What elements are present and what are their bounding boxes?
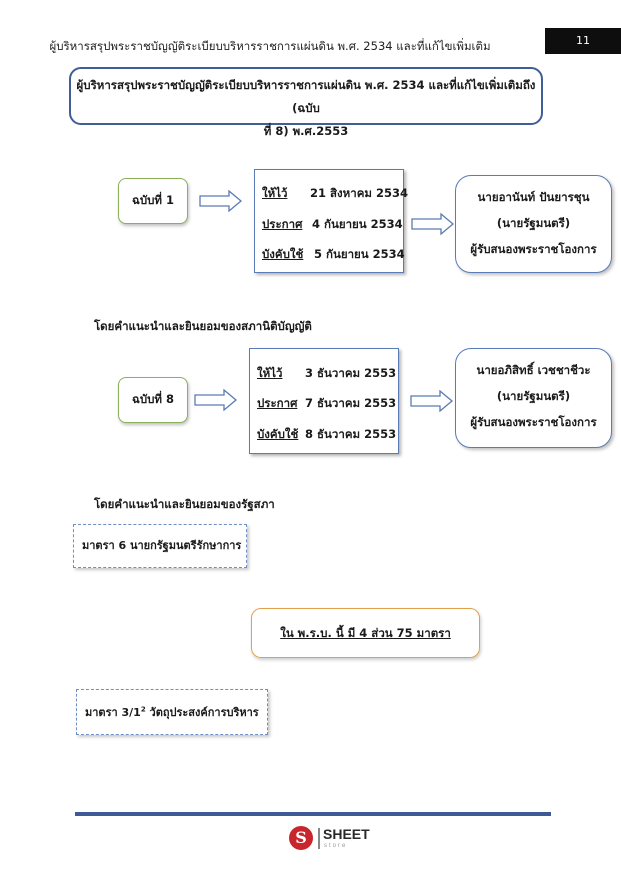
edition-1-dates-box: ให้ไว้ 21 สิงหาคม 2534 ประกาศ 4 กันยายน …	[254, 169, 408, 273]
edition-1-box: ฉบับที่ 1	[118, 178, 188, 224]
footer-divider	[75, 812, 551, 816]
section-6-box: มาตรา 6 นายกรัฐมนตรีรักษาการ	[73, 524, 247, 568]
summary-box: ใน พ.ร.บ. นี้ มี 4 ส่วน 75 มาตรา	[251, 608, 480, 658]
edition-8-advice-text: โดยคำแนะนำและยินยอมของรัฐสภา	[94, 497, 275, 511]
edition-1-effective-row: บังคับใช้ 5 กันยายน 2534	[262, 246, 405, 264]
right-arrow-icon	[199, 190, 243, 212]
edition-8-box: ฉบับที่ 8	[118, 377, 188, 423]
signatory-name: นายอานันท์ ปันยารชุน	[477, 190, 590, 204]
edition-1-given-row: ให้ไว้ 21 สิงหาคม 2534	[262, 185, 408, 203]
effective-date: 8 ธันวาคม 2553	[305, 427, 397, 441]
section-3-1-box: มาตรา 3/12 วัตถุประสงค์การบริหาร	[76, 689, 268, 735]
edition-8-announced-row: ประกาศ 7 ธันวาคม 2553	[257, 395, 396, 413]
edition-1-announced-row: ประกาศ 4 กันยายน 2534	[262, 216, 403, 234]
edition-8-given-row: ให้ไว้ 3 ธันวาคม 2553	[257, 365, 396, 383]
logo-separator	[318, 828, 320, 849]
signatory-role: (นายรัฐมนตรี)	[496, 216, 571, 230]
right-arrow-icon	[194, 389, 238, 411]
given-date: 21 สิงหาคม 2534	[310, 186, 408, 200]
signatory-duty: ผู้รับสนองพระราชโองการ	[470, 415, 597, 429]
announced-date: 7 ธันวาคม 2553	[305, 396, 397, 410]
right-arrow-icon	[411, 213, 455, 235]
page-number: 11	[545, 28, 621, 54]
footnote-marker: 2	[140, 705, 146, 714]
effective-label: บังคับใช้	[257, 427, 299, 441]
logo-subtext: store	[324, 843, 348, 849]
edition-1-advice-text: โดยคำแนะนำและยินยอมของสภานิติบัญญัติ	[94, 319, 312, 333]
running-header-title: ผู้บริหารสรุปพระราชบัญญัติระเบียบบริหารร…	[49, 39, 491, 53]
document-title-box: ผู้บริหารสรุปพระราชบัญญัติระเบียบบริหารร…	[69, 67, 543, 138]
announced-date: 4 กันยายน 2534	[312, 217, 403, 231]
document-title-line-2: ที่ 8) พ.ศ.2553	[263, 124, 349, 138]
signatory-duty: ผู้รับสนองพระราชโองการ	[470, 242, 597, 256]
logo-wordmark: SHEET	[323, 826, 370, 842]
edition-8-dates-box: ให้ไว้ 3 ธันวาคม 2553 ประกาศ 7 ธันวาคม 2…	[249, 348, 399, 454]
announced-label: ประกาศ	[257, 396, 298, 410]
signatory-name: นายอภิสิทธิ์ เวชชาชีวะ	[476, 363, 591, 377]
document-title-line-1: ผู้บริหารสรุปพระราชบัญญัติระเบียบบริหารร…	[76, 78, 536, 115]
effective-label: บังคับใช้	[262, 247, 304, 261]
edition-8-signatory-box: นายอภิสิทธิ์ เวชชาชีวะ (นายรัฐมนตรี) ผู้…	[455, 348, 612, 448]
logo-s-icon: S	[289, 826, 313, 850]
section-3-1-suffix: วัตถุประสงค์การบริหาร	[145, 706, 259, 719]
right-arrow-icon	[410, 390, 454, 412]
section-3-1-prefix: มาตรา 3/1	[85, 706, 141, 719]
summary-text: ใน พ.ร.บ. นี้ มี 4 ส่วน 75 มาตรา	[280, 626, 451, 640]
sheet-store-logo: S SHEET store	[289, 826, 379, 852]
signatory-role: (นายรัฐมนตรี)	[496, 389, 571, 403]
edition-8-effective-row: บังคับใช้ 8 ธันวาคม 2553	[257, 426, 396, 444]
given-date: 3 ธันวาคม 2553	[305, 366, 397, 380]
edition-1-signatory-box: นายอานันท์ ปันยารชุน (นายรัฐมนตรี) ผู้รั…	[455, 175, 612, 273]
announced-label: ประกาศ	[262, 217, 303, 231]
given-label: ให้ไว้	[262, 186, 288, 200]
effective-date: 5 กันยายน 2534	[314, 247, 405, 261]
given-label: ให้ไว้	[257, 366, 283, 380]
